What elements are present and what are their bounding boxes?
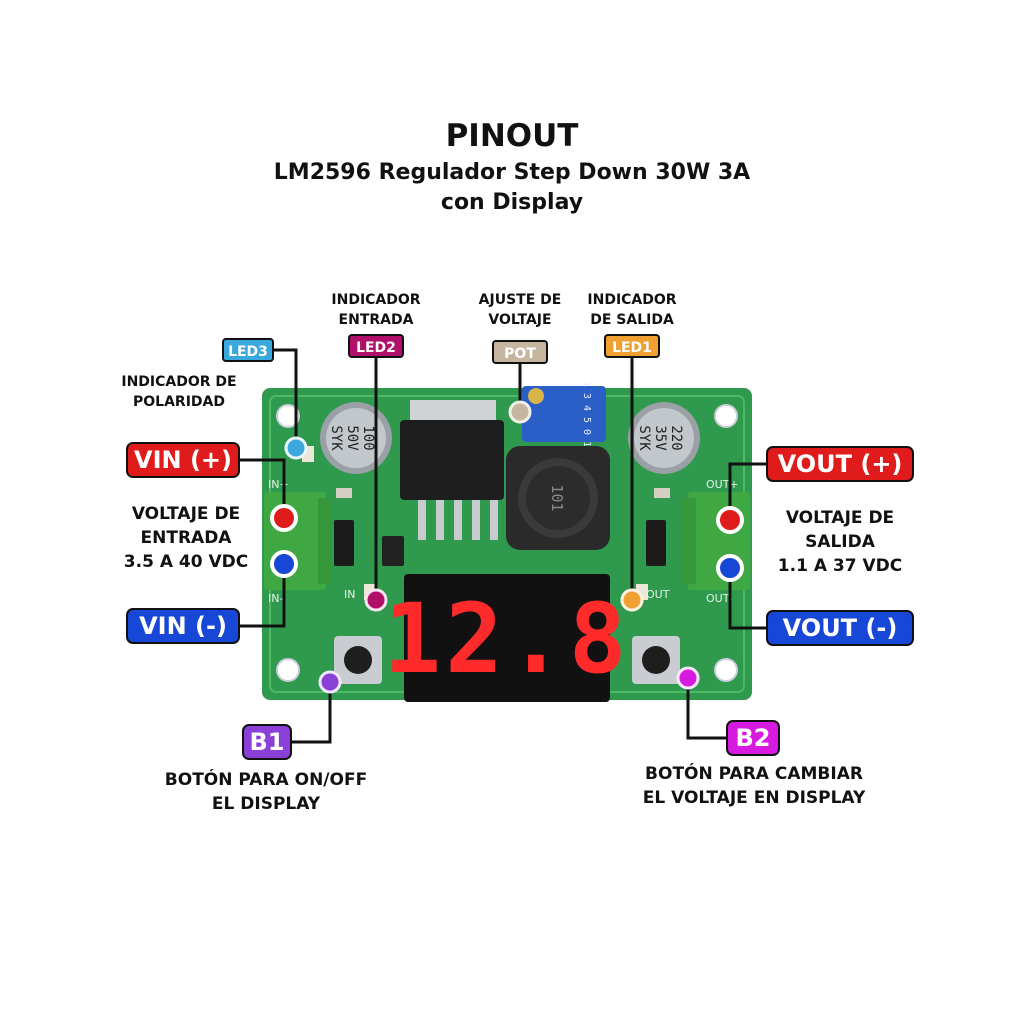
resistor-1 <box>336 488 352 498</box>
cap-left-line1: 100 <box>360 425 376 450</box>
led3-tag: LED3 <box>222 338 274 362</box>
silk-out-minus: OUT- <box>706 592 732 605</box>
mounting-hole-tr <box>714 404 738 428</box>
vout-plus-point <box>716 506 744 534</box>
resistor-2 <box>654 488 670 498</box>
vout-plus-tag: VOUT (+) <box>766 446 914 482</box>
led3-point <box>284 436 308 460</box>
pot-tag: POT <box>492 340 548 364</box>
cap-right-line2: 35V <box>652 425 668 451</box>
regulator-ic <box>400 400 504 540</box>
vin-plus-point <box>270 504 298 532</box>
input-terminal-block <box>264 492 326 590</box>
cap-left-line2: 50V <box>344 425 360 451</box>
pot-marking: 1 3 4 5 0 1 <box>581 381 592 447</box>
led2-point <box>364 588 388 612</box>
inductor-marking: 101 <box>548 484 566 511</box>
mounting-hole-br <box>714 658 738 682</box>
page-subtitle-line1: LM2596 Regulador Step Down 30W 3A <box>273 160 751 185</box>
transistor <box>382 536 404 566</box>
potentiometer: 1 3 4 5 0 1 <box>522 381 606 447</box>
vout-minus-point <box>716 554 744 582</box>
vin-minus-point <box>270 550 298 578</box>
led1-point <box>620 588 644 612</box>
b2-tag: B2 <box>726 720 780 756</box>
vout-minus-tag: VOUT (-) <box>766 610 914 646</box>
cap-left-line3: SYK <box>328 425 344 451</box>
silk-in-minus: IN- <box>268 592 283 605</box>
capacitor-right: 220 35V SYK <box>628 402 700 474</box>
b1-point <box>318 670 342 694</box>
silk-in-plus: IN+ <box>268 478 289 491</box>
cap-right-line3: SYK <box>636 425 652 451</box>
page-subtitle-line2: con Display <box>440 190 584 215</box>
page-title: PINOUT <box>445 118 579 154</box>
vin-minus-tag: VIN (-) <box>126 608 240 644</box>
silk-out: OUT <box>646 588 670 601</box>
silk-out-plus: OUT+ <box>706 478 739 491</box>
display-reading: 12.8 <box>383 583 630 695</box>
cap-right-line1: 220 <box>668 425 684 450</box>
diode-left <box>334 520 354 566</box>
leader-lines <box>238 346 766 744</box>
led1-tag: LED1 <box>604 334 660 358</box>
inductor: 101 <box>506 446 610 550</box>
mounting-hole-tl <box>276 404 300 428</box>
pot-point <box>508 400 532 424</box>
vin-plus-tag: VIN (+) <box>126 442 240 478</box>
b1-tag: B1 <box>242 724 292 760</box>
mounting-hole-bl <box>276 658 300 682</box>
button-b1[interactable] <box>334 636 382 684</box>
button-b2[interactable] <box>632 636 680 684</box>
seven-segment-display: 12.8 <box>383 574 630 702</box>
silk-in: IN <box>344 588 355 601</box>
capacitor-left: 100 50V SYK <box>320 402 392 474</box>
led2-tag: LED2 <box>348 334 404 358</box>
b2-point <box>676 666 700 690</box>
diode-right <box>646 520 666 566</box>
pcb-board <box>262 388 752 700</box>
